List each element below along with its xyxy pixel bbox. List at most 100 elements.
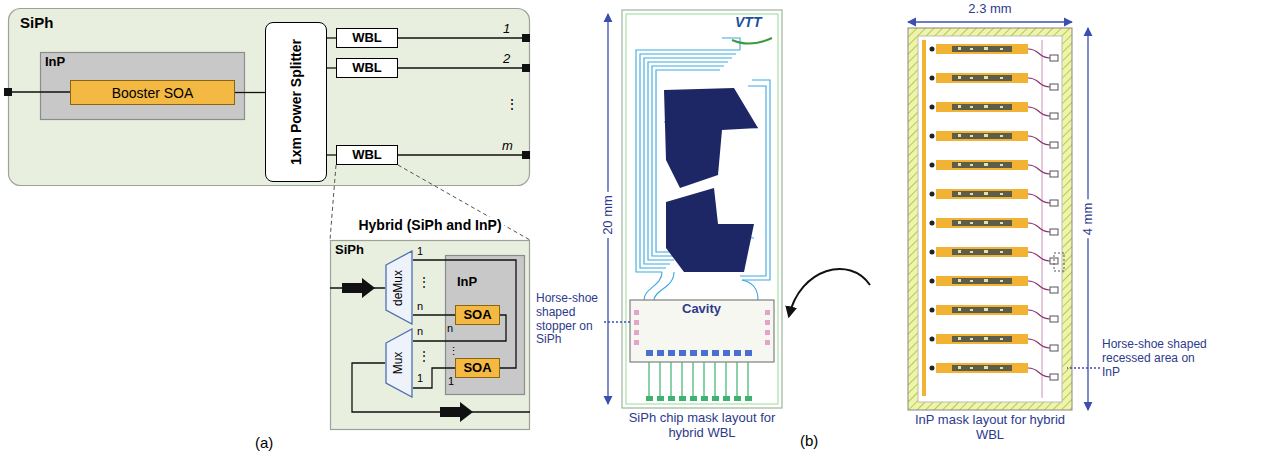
- siph-mask-layout-part-part: [765, 330, 770, 335]
- siph-mask-layout-part-part: [734, 350, 741, 356]
- waveguide-connector: [327, 67, 336, 68]
- box-label: SOA: [463, 361, 491, 376]
- siph-mask-layout-part-part: [659, 362, 660, 396]
- figure-caption: InP mask layout for hybrid WBL: [908, 413, 1072, 443]
- box-label: WBL: [352, 148, 382, 163]
- inp-mask-layout-part: [930, 305, 1059, 322]
- power-splitter-box: 1xm Power Splitter: [265, 22, 327, 182]
- siph-mask-layout-part-part: [679, 350, 686, 356]
- siph-mask-layout-part-part: [690, 396, 697, 401]
- box-label: InP: [45, 55, 65, 70]
- waveguide-connector: [327, 37, 336, 38]
- dimension-label: 20 mm: [601, 192, 616, 238]
- output-waveguide: [398, 37, 522, 38]
- thick-arrow: [342, 278, 375, 298]
- siph-mask-layout-part: [622, 10, 782, 408]
- flip-arrow: [789, 269, 870, 316]
- input-waveguide: [12, 91, 70, 92]
- siph-mask-layout-part-part: [701, 396, 708, 401]
- inp-mask-layout-part: [922, 40, 926, 396]
- channel-number: n: [447, 322, 453, 335]
- waveguide-connector: [413, 314, 455, 315]
- siph-mask-layout-part-part: [712, 396, 719, 401]
- channel-number: n: [417, 300, 423, 313]
- trapezoid-shape: [386, 251, 412, 324]
- siph-mask-layout-part: [649, 362, 748, 396]
- output-port: [522, 64, 530, 72]
- leader-line: [1067, 367, 1100, 368]
- siph-mask-layout-part-part: [725, 362, 726, 396]
- ellipsis-mark: ⋮: [418, 350, 430, 364]
- siph-mask-layout-part-part: [634, 330, 639, 335]
- inp-mask-layout-part: [918, 36, 1062, 402]
- annotation: Horse-shoe shaped recessed area on InP: [1102, 338, 1214, 379]
- siph-mask-layout-part: [666, 188, 754, 272]
- ellipsis-mark: ⋮: [505, 96, 519, 112]
- soa-box: SOA: [455, 305, 500, 325]
- siph-mask-layout-part-part: [668, 396, 675, 401]
- siph-mask-layout-part-part: [654, 272, 674, 300]
- siph-mask-layout-part-part: [765, 340, 770, 345]
- inp-mask-layout-part: [930, 334, 1059, 351]
- inp-mask-layout-part: [930, 131, 1059, 148]
- hybrid-wbl-box-fill: [331, 241, 530, 430]
- dimension-label: 4 mm: [1081, 200, 1096, 239]
- logo-text: VTT: [735, 14, 761, 30]
- demux-trapezoid: deMux: [385, 250, 413, 325]
- inset-output-line: [352, 363, 530, 412]
- zoom-line: [330, 165, 336, 240]
- ellipsis-mark: ⋮: [448, 345, 459, 358]
- siph-mask-layout: [622, 10, 782, 408]
- siph-mask-layout-part-part: [745, 396, 752, 401]
- siph-mask-layout-part-part: [765, 310, 770, 315]
- waveguide-connector: [235, 92, 265, 93]
- box-label: Hybrid (SiPh and InP): [355, 217, 504, 233]
- siph-mask-layout-part-part: [712, 350, 719, 356]
- hybrid-wbl-box: Hybrid (SiPh and InP)SiPhdeMuxMuxInPSOAS…: [330, 240, 530, 430]
- inp-mask-layout-part: [930, 363, 1059, 380]
- inp-mask-layout-part: [908, 28, 1072, 410]
- cavity-label: Cavity: [682, 302, 721, 317]
- inp-mask-layout-part: [930, 247, 1059, 264]
- siph-chip-box-fill: [9, 9, 530, 186]
- figure-caption: SiPh chip mask layout for hybrid WBL: [622, 411, 782, 441]
- wbl-box: WBL: [336, 145, 398, 165]
- siph-mask-layout-part-part: [668, 350, 675, 356]
- inp-chip-box: InP SOA SOA: [445, 255, 525, 395]
- siph-mask-layout-part-part: [747, 362, 748, 396]
- waveguide-connector: [413, 368, 455, 388]
- siph-mask-layout-part-part: [646, 350, 653, 356]
- box-label: InP: [457, 275, 477, 290]
- inp-mask-layout-part: [930, 102, 1059, 119]
- channel-number: n: [417, 325, 423, 338]
- siph-mask-layout-part-part: [681, 362, 682, 396]
- box-label: WBL: [352, 61, 382, 76]
- box-label: deMux: [392, 269, 406, 305]
- output-port: [522, 34, 530, 42]
- siph-mask-layout-part-part: [679, 396, 686, 401]
- siph-mask-layout-part-part: [701, 350, 708, 356]
- siph-mask-layout-part: [732, 38, 772, 44]
- waveguide-connector: [327, 154, 336, 155]
- trapezoid-shape: [386, 329, 412, 397]
- box-label: WBL: [352, 31, 382, 46]
- inp-mask-layout-part: [930, 218, 1059, 235]
- siph-mask-layout-part-part: [648, 362, 649, 396]
- siph-mask-layout-part-part: [670, 362, 671, 396]
- ellipsis-mark: ⋮: [418, 276, 430, 290]
- siph-mask-layout-part-part: [723, 350, 730, 356]
- soa-box: SOA: [455, 358, 500, 378]
- siph-mask-layout-part: [630, 300, 774, 362]
- annotation: Horse-shoe shaped stopper on SiPh: [536, 292, 602, 347]
- siph-mask-layout-part-part: [714, 362, 715, 396]
- inp-mask-layout-part: [930, 44, 1059, 61]
- inp-mask-layout-part: [930, 189, 1059, 206]
- siph-mask-layout-part-part: [723, 396, 730, 401]
- siph-mask-layout-part: [664, 88, 758, 188]
- siph-mask-layout-part-part: [742, 280, 758, 300]
- box-label: SiPh: [335, 243, 364, 258]
- siph-mask-layout-part-part: [736, 362, 737, 396]
- box-label: SOA: [463, 308, 491, 323]
- dimension-arrow: [908, 21, 1072, 22]
